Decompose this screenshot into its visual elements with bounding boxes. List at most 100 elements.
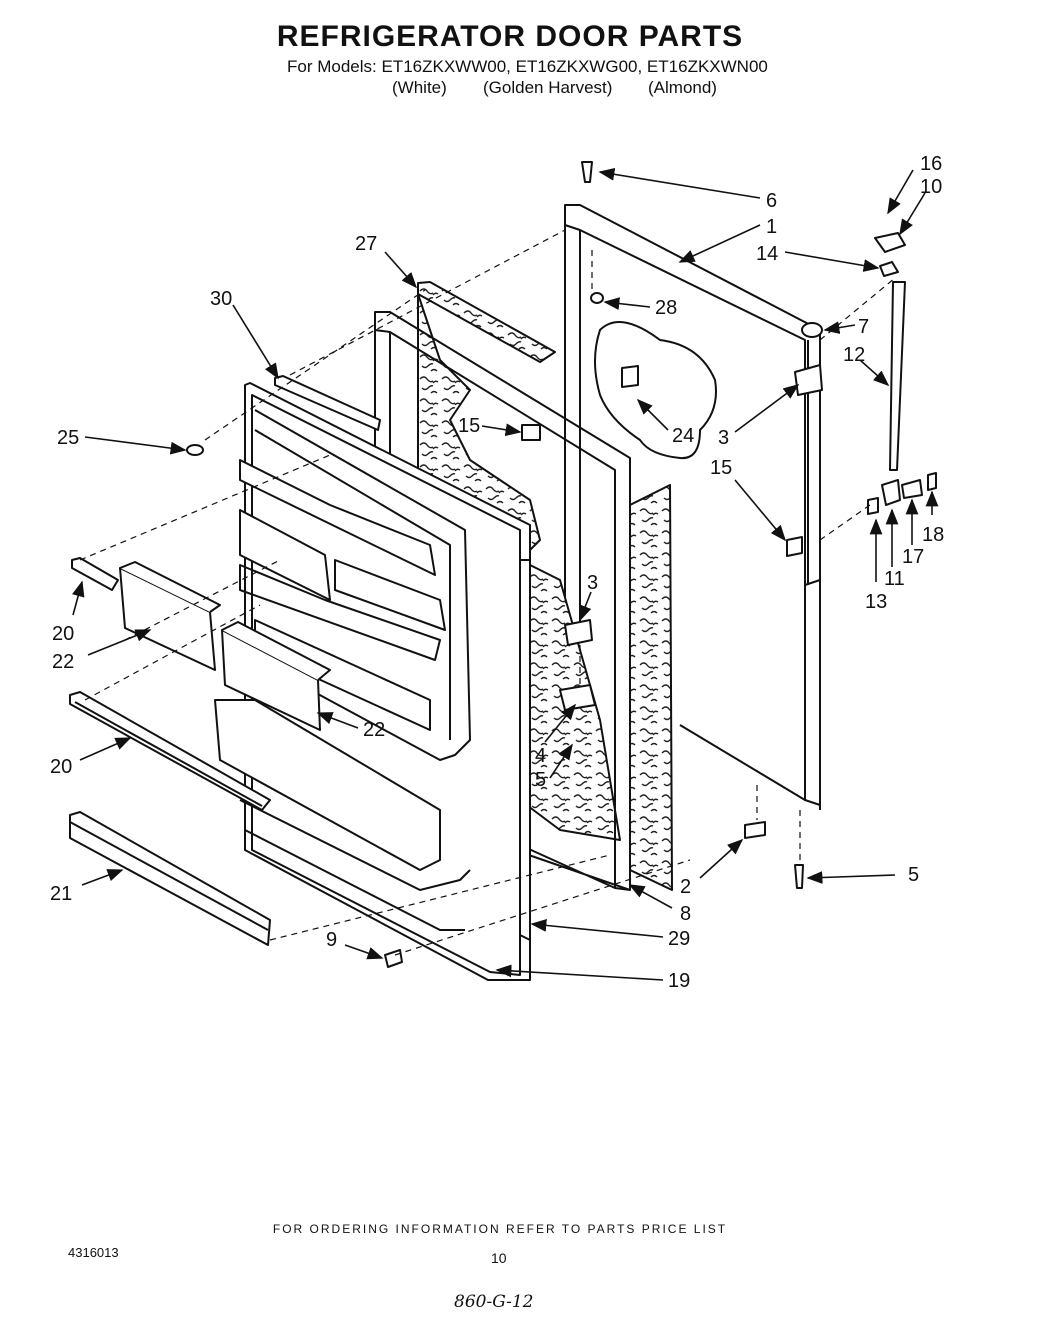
callout-16: 16 — [920, 153, 942, 175]
gasket-strip — [519, 559, 531, 941]
callout-13: 13 — [865, 591, 887, 613]
leader-21 — [81, 869, 124, 886]
leader-15-left — [481, 423, 522, 437]
top-hinge-part-10 — [874, 232, 906, 253]
shelf-rail-top — [274, 375, 381, 431]
hinge-part-11 — [881, 479, 901, 506]
bumper-25 — [186, 444, 204, 456]
screw-18 — [927, 472, 937, 491]
callout-12: 12 — [843, 344, 865, 366]
leader-8 — [628, 884, 673, 909]
callout-9: 9 — [326, 929, 337, 951]
callout-25: 25 — [57, 427, 79, 449]
cap-28 — [590, 292, 604, 304]
leader-15-right — [734, 479, 787, 542]
leader-24 — [636, 398, 669, 431]
variant-white: (White) — [392, 78, 447, 97]
callout-3-upper: 3 — [718, 427, 729, 449]
callout-15-right: 15 — [710, 457, 732, 479]
callout-18: 18 — [922, 524, 944, 546]
cap-7 — [801, 322, 823, 338]
callout-3-lower: 3 — [587, 572, 598, 594]
callout-21: 21 — [50, 883, 72, 905]
leader-4 — [544, 703, 577, 743]
leader-27 — [384, 251, 418, 289]
page-title: REFRIGERATOR DOOR PARTS — [276, 20, 744, 53]
callout-2: 2 — [680, 876, 691, 898]
hinge-3-upper — [794, 364, 823, 396]
callout-17: 17 — [902, 546, 924, 568]
leader-3-lower — [579, 591, 592, 622]
callout-10: 10 — [920, 176, 942, 198]
callout-5-left: 5 — [535, 769, 546, 791]
screw-9 — [384, 949, 403, 968]
callout-6: 6 — [766, 190, 777, 212]
door-liner — [214, 382, 531, 981]
leader-29 — [530, 919, 664, 938]
callout-11: 11 — [884, 568, 905, 590]
callout-8: 8 — [680, 903, 691, 925]
leader-12 — [859, 359, 890, 387]
clip-15-right — [786, 536, 803, 557]
rail-20-bottom — [69, 691, 271, 811]
bottom-bar-21 — [69, 811, 271, 946]
hinge-part-13 — [867, 497, 879, 515]
models-line: For Models: ET16ZKXWW00, ET16ZKXWG00, ET… — [287, 57, 768, 76]
handwritten-note: 860-G-12 — [454, 1292, 534, 1312]
callout-20-bottom: 20 — [50, 756, 72, 778]
insulation-right — [629, 484, 673, 891]
leader-25 — [84, 436, 187, 455]
callout-5-right: 5 — [908, 864, 919, 886]
callout-7: 7 — [858, 316, 869, 338]
insulation-top — [417, 281, 556, 363]
hinge-rod-12 — [889, 281, 906, 471]
leader-2 — [699, 838, 744, 879]
hinge-part-17 — [901, 479, 923, 499]
callout-22-left: 22 — [52, 651, 74, 673]
ordering-note: FOR ORDERING INFORMATION REFER TO PARTS … — [272, 1222, 728, 1236]
leader-16 — [887, 169, 914, 215]
hinge-plate-3-lower — [564, 619, 593, 646]
variant-almond: (Almond) — [648, 78, 717, 97]
clip-15-left — [521, 424, 541, 441]
callout-24: 24 — [672, 425, 694, 447]
leader-7 — [823, 321, 856, 334]
door-frame — [564, 204, 821, 810]
callout-27: 27 — [355, 233, 377, 255]
label-24 — [621, 365, 639, 388]
callout-30: 30 — [210, 288, 232, 310]
leader-19 — [495, 964, 664, 981]
screw-6 — [581, 161, 593, 183]
callout-29: 29 — [668, 928, 690, 950]
variant-golden-harvest: (Golden Harvest) — [483, 78, 613, 97]
document-code: 4316013 — [68, 1245, 119, 1260]
callout-1: 1 — [766, 216, 777, 238]
leader-10 — [899, 192, 926, 236]
leader-1 — [678, 224, 761, 263]
callout-14: 14 — [756, 243, 778, 265]
callout-22-right: 22 — [363, 719, 385, 741]
rail-20-top — [71, 557, 119, 591]
cutaway-view — [594, 321, 717, 460]
leader-20-top — [72, 580, 85, 616]
spacer-part-14 — [879, 261, 899, 277]
leader-14 — [784, 251, 880, 272]
leader-20-bottom — [79, 737, 132, 761]
callout-28: 28 — [655, 297, 677, 319]
leader-30 — [232, 304, 279, 380]
callout-19: 19 — [668, 970, 690, 992]
screw-5-right — [794, 864, 804, 889]
leader-6 — [598, 167, 761, 199]
leader-5-left — [549, 743, 573, 779]
leader-28 — [603, 297, 651, 310]
callout-4: 4 — [535, 745, 546, 767]
cam-2 — [744, 821, 766, 839]
leader-22-left — [87, 629, 152, 656]
page-number: 10 — [491, 1250, 507, 1266]
callout-15-left: 15 — [458, 415, 480, 437]
hinge-plate-4 — [559, 684, 596, 711]
leader-5-right — [806, 871, 896, 884]
leader-9 — [344, 944, 384, 960]
leader-22-right — [316, 712, 359, 729]
